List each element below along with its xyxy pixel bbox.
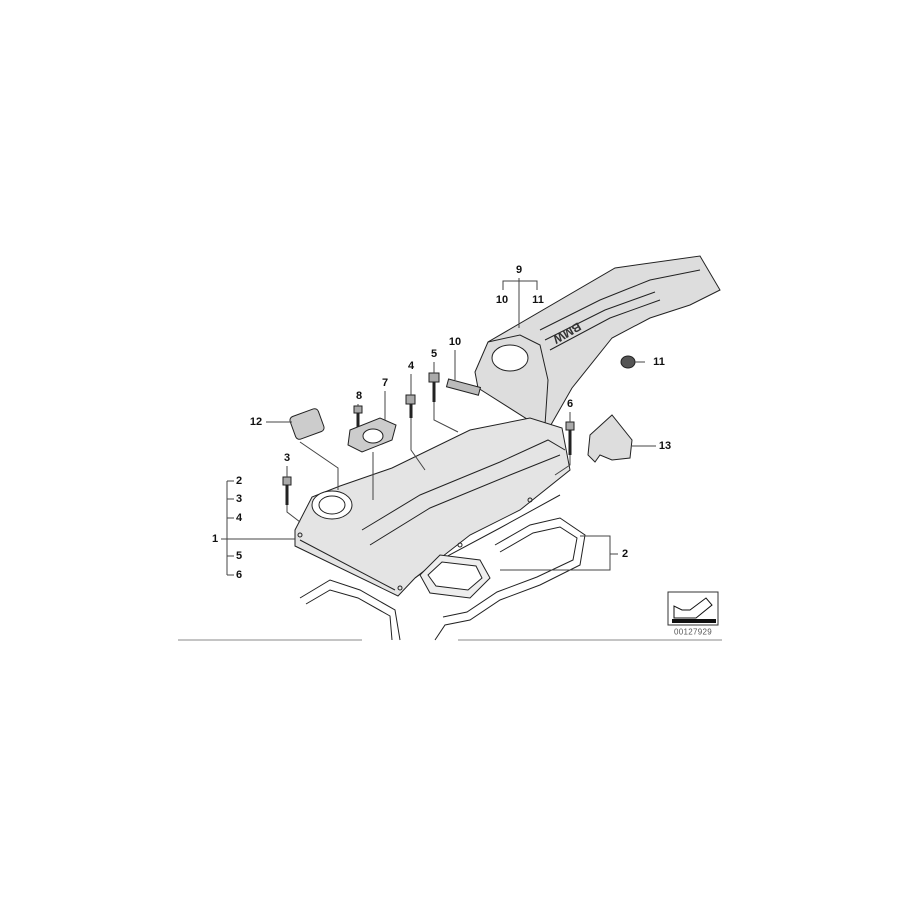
gasket (299, 517, 586, 641)
callout-4: 4 (407, 360, 415, 372)
callout-9: 9 (515, 264, 523, 276)
callout-12: 12 (249, 416, 263, 428)
callout-list-5: 5 (235, 550, 243, 562)
grommet (620, 355, 636, 369)
callout-list-3: 3 (235, 493, 243, 505)
engine-cover: BMW (474, 255, 721, 431)
callout-list-6: 6 (235, 569, 243, 581)
bolt-6 (565, 421, 575, 455)
bracket (587, 414, 633, 463)
callout-7: 7 (381, 377, 389, 389)
image-code: 00127929 (674, 627, 712, 637)
callout-10-sub: 10 (495, 294, 509, 306)
callout-3: 3 (283, 452, 291, 464)
callout-2: 2 (621, 548, 629, 560)
bolt-5 (428, 372, 440, 402)
bolt-3 (282, 476, 292, 505)
seal-strip (445, 378, 482, 396)
bolt-4 (405, 394, 416, 418)
callout-1: 1 (211, 533, 219, 545)
oil-filler-cap (289, 408, 325, 440)
callout-8: 8 (355, 390, 363, 402)
callout-6: 6 (566, 398, 574, 410)
leader-lines (221, 278, 656, 576)
callout-list-4: 4 (235, 512, 243, 524)
arrow-reference-icon (667, 591, 719, 626)
callout-11: 11 (653, 356, 665, 368)
callout-10: 10 (448, 336, 462, 348)
callout-5: 5 (430, 348, 438, 360)
callout-13: 13 (658, 440, 672, 452)
callout-11-sub: 11 (532, 294, 544, 306)
bolt-8 (353, 405, 363, 428)
callout-list-2: 2 (235, 475, 243, 487)
flange-gasket (347, 417, 397, 453)
